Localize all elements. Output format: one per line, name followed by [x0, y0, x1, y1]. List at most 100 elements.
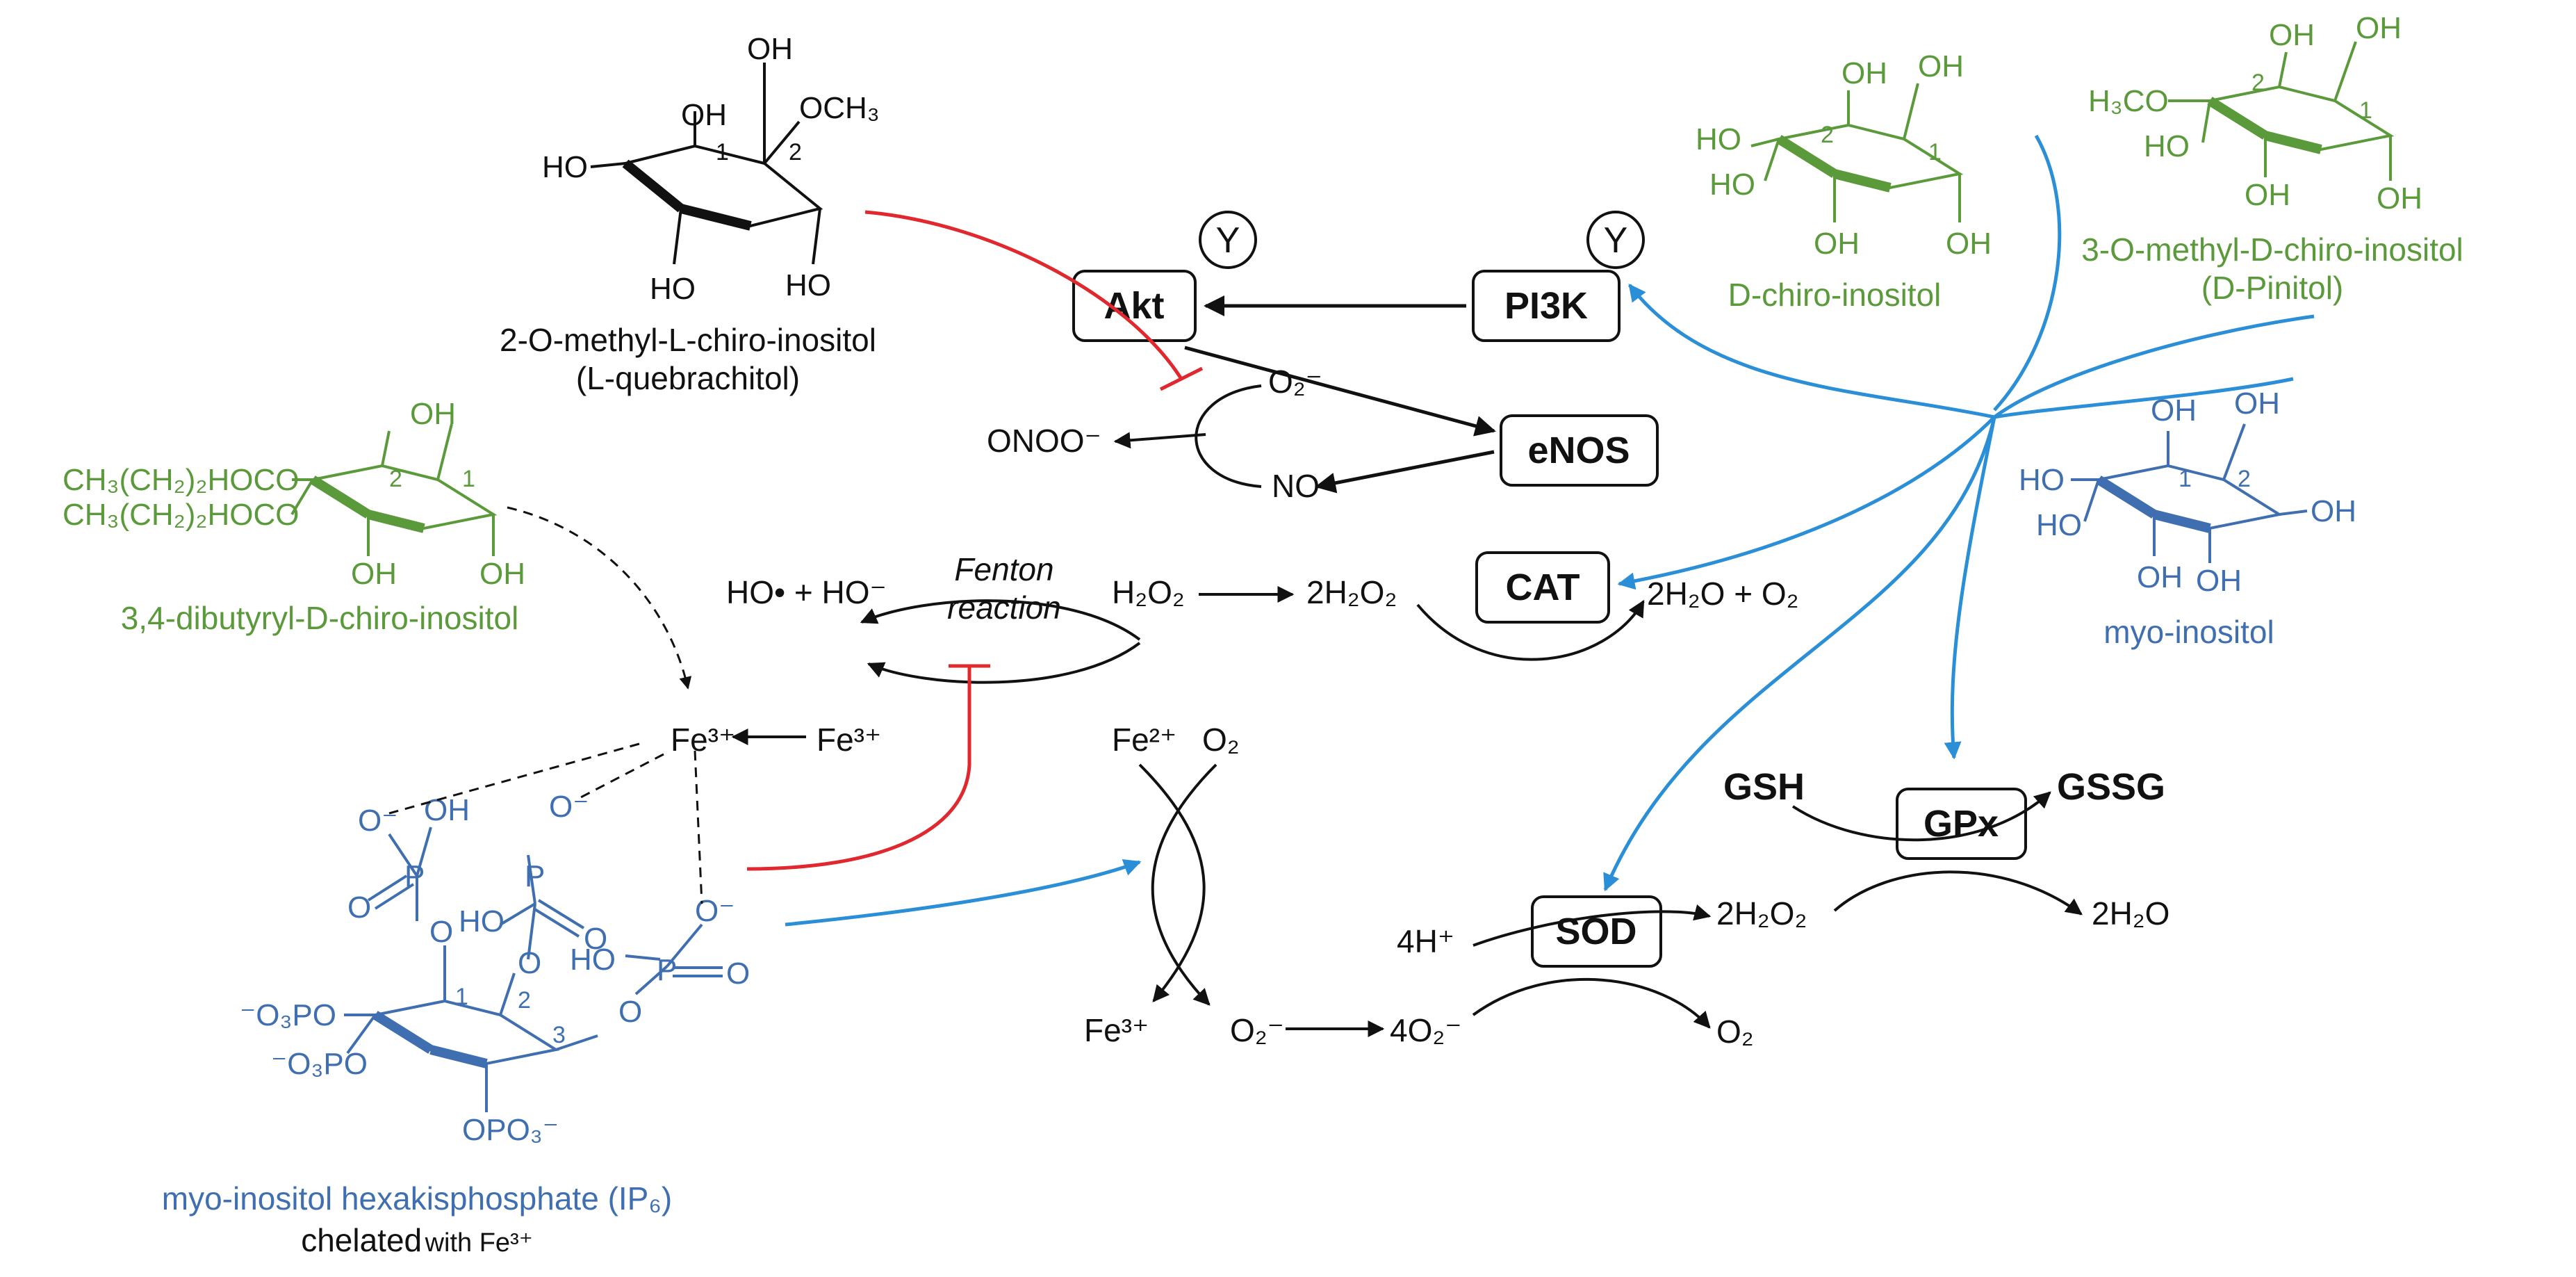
- arrow-to-onoo: [1113, 432, 1206, 449]
- akt-box: Akt: [1072, 270, 1197, 342]
- oxygen-fenton: O₂: [1202, 722, 1240, 758]
- quebrachitol-structure: [590, 63, 823, 265]
- reaction-label: reaction: [947, 589, 1061, 626]
- ip6-label-o-f: O: [618, 995, 642, 1029]
- dibutyryl-label-ester-a: CH₃(CH₂)₂HOCO: [63, 463, 299, 497]
- blue-ip6-to-fe2: [785, 859, 1142, 927]
- arc-fenton-bottom: [867, 642, 1141, 684]
- pi3k-receptor: Y: [1586, 211, 1645, 269]
- quebrachitol-label-ho-bl: HO: [650, 272, 696, 306]
- blue-stem-top: [1993, 134, 2062, 412]
- chelation-dashed-lines: [388, 506, 703, 904]
- pi3k-receptor-label: Y: [1604, 220, 1628, 261]
- water-oxygen-cat: 2H₂O + O₂: [1647, 576, 1799, 612]
- myo-label-oh-b: OH: [2234, 387, 2280, 421]
- dci-structure: [1750, 83, 1964, 222]
- quebrachitol-label-c2: 2: [789, 139, 802, 165]
- reaction-arrows: [731, 295, 2083, 1037]
- myo-inositol-structure: [2071, 423, 2308, 563]
- quebrachitol-label-c1: 1: [716, 139, 729, 165]
- pinitol-label-oh-d: OH: [2377, 181, 2422, 215]
- ip6-label-p-c: P: [657, 953, 677, 987]
- pinitol-label-c2: 2: [2251, 70, 2265, 96]
- arc-fenton-top: [860, 599, 1141, 641]
- blue-from-right: [1993, 314, 2315, 419]
- ip6-label-c2: 2: [518, 987, 531, 1014]
- nitric-oxide: NO: [1272, 468, 1320, 504]
- enos-label: eNOS: [1527, 430, 1630, 471]
- dci-name: D-chiro-inositol: [1728, 277, 1942, 313]
- dci-label-c2: 2: [1821, 122, 1834, 148]
- arrow-enos-to-no: [1315, 450, 1495, 494]
- arc-o2-no: [1195, 384, 1262, 488]
- dibutyryl-label-ester-b: CH₃(CH₂)₂HOCO: [63, 498, 299, 532]
- ip6-label-o3po-b: ⁻O₃PO: [271, 1047, 368, 1081]
- dci-label-c1: 1: [1928, 139, 1942, 165]
- quebrachitol-label-ho-br: HO: [785, 268, 831, 302]
- arc-gpx-top: [1791, 791, 2051, 842]
- arc-o2-to-superoxide: [1151, 763, 1217, 1006]
- ip6-label-c1: 1: [455, 984, 468, 1010]
- ip6-label-o-e: O: [726, 957, 750, 991]
- ip6-chelated: chelated with Fe³⁺: [301, 1222, 533, 1258]
- fe2: Fe²⁺: [1112, 722, 1176, 758]
- dibutyryl-label-oh-c: OH: [351, 557, 397, 591]
- ip6-chelated-word: chelated: [301, 1222, 422, 1258]
- ip6-label-o3po-a: ⁻O₃PO: [240, 998, 336, 1032]
- fe3-chelated: Fe³⁺: [671, 722, 735, 758]
- fe3-middle: Fe³⁺: [817, 722, 881, 758]
- blue-from-myo: [1994, 377, 2294, 419]
- cat-label: CAT: [1506, 567, 1580, 608]
- quebrachitol-label-oh-1: OH: [681, 98, 727, 132]
- akt-receptor: Y: [1199, 211, 1257, 269]
- ip6-label-ho-b: HO: [459, 904, 504, 938]
- ip6-label-o-b: O: [429, 915, 453, 949]
- akt-label: Akt: [1104, 285, 1164, 327]
- pinitol-label-h3co: H₃CO: [2088, 84, 2169, 118]
- ip6-label-oh-a: OH: [424, 793, 470, 827]
- dci-label-oh-d: OH: [1946, 227, 1992, 261]
- ip6-label-ho-c: HO: [570, 943, 616, 977]
- arc-sod-bottom: [1472, 977, 1711, 1029]
- myo-label-c1: 1: [2179, 466, 2192, 492]
- sod-box: SOD: [1531, 895, 1662, 968]
- ip6-label-o-minus-b: O⁻: [549, 790, 589, 824]
- quebrachitol-common-name: (L-quebrachitol): [576, 360, 800, 396]
- blue-to-cat: [1617, 416, 1996, 590]
- arc-sod-top: [1472, 904, 1712, 947]
- blue-to-sod: [1603, 416, 1996, 892]
- fe3-low: Fe³⁺: [1084, 1012, 1149, 1048]
- four-superoxide: 4O₂⁻: [1390, 1012, 1462, 1048]
- ip6-label-o-minus-a: O⁻: [358, 804, 397, 838]
- activation-arrows: [785, 134, 2315, 927]
- ip6-label-p-b: P: [525, 859, 545, 893]
- ip6-label-p-a: P: [404, 859, 425, 893]
- ip6-label-opo3: OPO₃⁻: [462, 1113, 559, 1147]
- inhibition-lines: [746, 210, 1204, 871]
- pinitol-structure: [2168, 41, 2395, 181]
- myo-label-oh-c: OH: [2311, 494, 2356, 528]
- ip6-label-o-c: O: [584, 922, 607, 956]
- gpx-box: GPx: [1896, 788, 2027, 860]
- pinitol-label-oh-a: OH: [2269, 18, 2315, 52]
- quebrachitol-label-ho-left: HO: [542, 150, 588, 184]
- ip6-label-c3: 3: [552, 1022, 566, 1048]
- myo-label-ho-b: HO: [2036, 508, 2082, 542]
- akt-receptor-label: Y: [1216, 220, 1240, 261]
- blue-to-pi3k: [1628, 284, 1995, 419]
- enos-box: eNOS: [1500, 414, 1659, 487]
- h2o2-fenton: H₂O₂: [1112, 574, 1185, 610]
- dibutyryl-label-c1: 1: [462, 466, 475, 492]
- quebrachitol-name: 2-O-methyl-L-chiro-inositol: [500, 322, 876, 358]
- arc-cat: [1416, 599, 1645, 661]
- water-gpx: 2H₂O: [2092, 895, 2169, 932]
- oxygen-sod: O₂: [1716, 1014, 1754, 1050]
- ip6-chelated-with: with Fe³⁺: [425, 1228, 533, 1258]
- inhibit-ip6: [746, 667, 971, 871]
- pinitol-name: 3-O-methyl-D-chiro-inositol: [2081, 231, 2463, 268]
- h2o2-cat: 2H₂O₂: [1306, 574, 1397, 610]
- myo-label-oh-d: OH: [2137, 560, 2183, 594]
- dibutyryl-label-oh-d: OH: [479, 557, 525, 591]
- hydroxyl-radical: HO• + HO⁻: [726, 574, 887, 610]
